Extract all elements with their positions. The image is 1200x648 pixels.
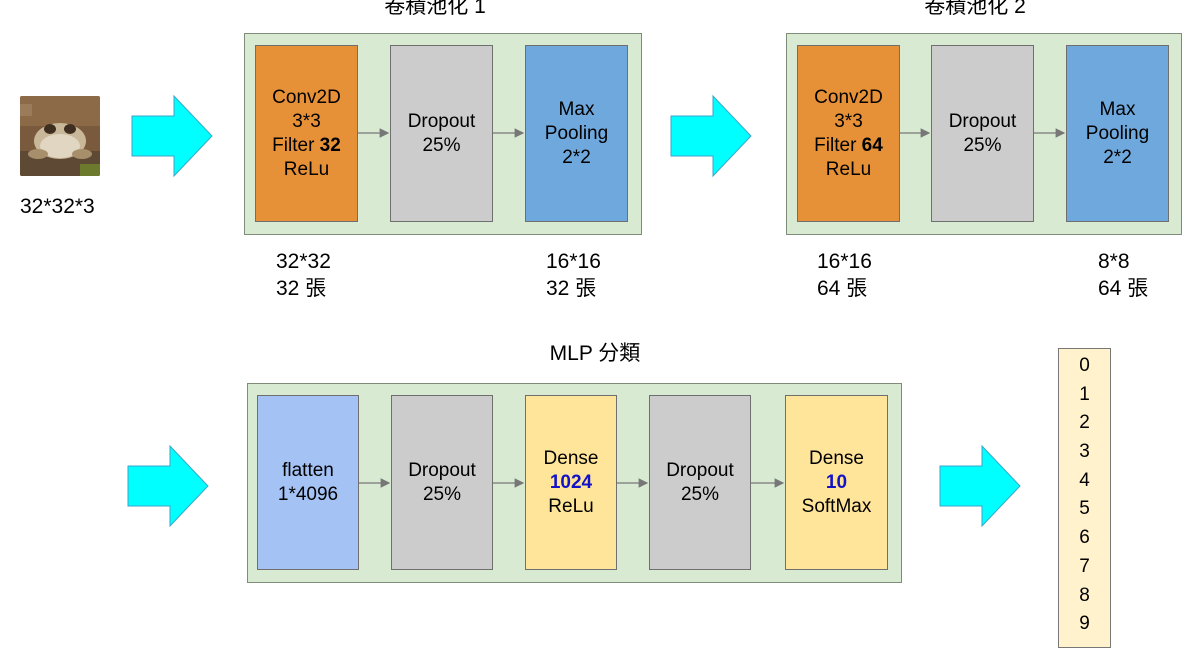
class-label: 2 (1079, 412, 1090, 434)
output-classes-list: 0 1 2 3 4 5 6 7 8 9 (1058, 348, 1111, 648)
feature-map-count: 32 張 (546, 277, 597, 300)
maxpool-block-2: Max Pooling 2*2 (1066, 45, 1169, 222)
pool2-output-dims: 8*8 64 張 (1098, 248, 1148, 302)
block-label: Dropout (408, 459, 476, 481)
class-label: 7 (1079, 555, 1090, 577)
conv-pool-2-title: 卷積池化 2 (924, 0, 1026, 18)
feature-map-count: 64 張 (1098, 277, 1149, 300)
block-label: Conv2D (814, 86, 883, 108)
block-label: Dropout (666, 459, 734, 481)
dropout-block-2: Dropout 25% (931, 45, 1034, 222)
flow-arrow-icon (127, 444, 209, 528)
block-label: Dense (543, 447, 599, 469)
conv-pool-1-title: 卷積池化 1 (384, 0, 486, 18)
dropout-block-3: Dropout 25% (391, 395, 493, 570)
feature-map-count: 64 張 (817, 277, 868, 300)
block-label: Conv2D (272, 86, 341, 108)
filter-count: 64 (861, 134, 883, 156)
activation-label: SoftMax (801, 495, 872, 517)
class-label: 3 (1079, 441, 1090, 463)
flow-arrow-icon (939, 444, 1021, 528)
filter-line: Filter 32 (272, 134, 341, 158)
dropout-block-1: Dropout 25% (390, 45, 493, 222)
class-label: 6 (1079, 527, 1090, 549)
flow-arrow-icon (670, 94, 752, 178)
dense-block-2: Dense 10 SoftMax (785, 395, 888, 570)
class-label: 4 (1079, 469, 1090, 491)
flatten-size: 1*4096 (277, 483, 339, 505)
flatten-block: flatten 1*4096 (257, 395, 359, 570)
class-label: 0 (1079, 355, 1090, 376)
conv1-output-dims: 32*32 32 張 (276, 248, 331, 302)
block-label: Max (1099, 98, 1136, 120)
block-label: 3*3 (292, 110, 321, 132)
conv2-output-dims: 16*16 64 張 (817, 248, 872, 302)
dense-block-1: Dense 1024 ReLu (525, 395, 617, 570)
dropout-rate: 25% (680, 483, 720, 505)
block-label: Pooling (544, 122, 609, 144)
feature-map-size: 32*32 (276, 250, 331, 273)
filter-label: Filter (272, 134, 320, 156)
block-label: Dropout (407, 110, 476, 132)
dropout-rate: 25% (963, 134, 1002, 156)
feature-map-size: 16*16 (817, 250, 872, 273)
maxpool-block-1: Max Pooling 2*2 (525, 45, 628, 222)
block-label: flatten (282, 459, 334, 481)
feature-map-size: 16*16 (546, 250, 601, 273)
class-label: 1 (1079, 383, 1090, 405)
dense-units: 10 (825, 471, 848, 493)
block-label: Dropout (948, 110, 1017, 132)
block-label: 3*3 (834, 110, 863, 132)
block-label: Max (558, 98, 595, 120)
frog-image (20, 96, 100, 176)
feature-map-size: 8*8 (1098, 250, 1130, 273)
dropout-block-4: Dropout 25% (649, 395, 751, 570)
activation-label: ReLu (283, 158, 330, 180)
filter-label: Filter (814, 134, 862, 156)
input-image-thumbnail (20, 96, 100, 176)
dense-units: 1024 (549, 471, 593, 493)
dropout-rate: 25% (422, 483, 462, 505)
activation-label: ReLu (548, 495, 594, 517)
block-label: Pooling (1085, 122, 1150, 144)
dropout-rate: 25% (422, 134, 461, 156)
feature-map-count: 32 張 (276, 277, 327, 300)
pool1-output-dims: 16*16 32 張 (546, 248, 601, 302)
pool-size: 2*2 (562, 146, 591, 168)
class-label: 5 (1079, 498, 1090, 520)
flow-arrow-icon (131, 94, 213, 178)
filter-line: Filter 64 (814, 134, 883, 158)
input-shape-label: 32*32*3 (20, 195, 95, 218)
pool-size: 2*2 (1103, 146, 1132, 168)
activation-label: ReLu (825, 158, 872, 180)
class-label: 9 (1079, 613, 1090, 635)
conv2d-block-1: Conv2D 3*3 Filter 32 ReLu (255, 45, 358, 222)
class-label: 8 (1079, 584, 1090, 606)
conv2d-block-2: Conv2D 3*3 Filter 64 ReLu (797, 45, 900, 222)
filter-count: 32 (319, 134, 341, 156)
block-label: Dense (809, 447, 864, 469)
mlp-title: MLP 分類 (549, 342, 641, 365)
